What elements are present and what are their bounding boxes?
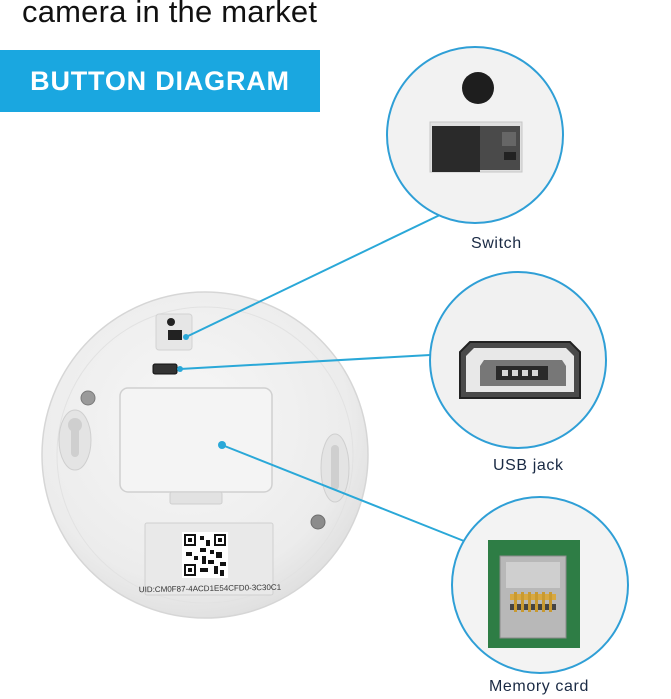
cover-latch [169, 491, 223, 505]
callout-memory-border [451, 496, 629, 674]
mounting-slot-right [320, 433, 350, 503]
camera-device [41, 291, 369, 619]
mounting-slot-left [58, 409, 92, 471]
callout-reset-hole [462, 72, 494, 104]
switch-knob [432, 126, 480, 172]
screw-bottom-right [310, 514, 326, 530]
leader-line-switch [185, 212, 445, 338]
leader-line-memory [221, 444, 475, 546]
callout-usb [429, 271, 607, 449]
leader-line-usb [179, 354, 431, 370]
reset-hole [167, 318, 175, 326]
callout-switch-border [386, 46, 564, 224]
memory-card-cover [119, 387, 273, 493]
label-switch: Switch [471, 235, 522, 252]
mini-usb-port [152, 363, 178, 375]
callout-usb-border [429, 271, 607, 449]
leader-dot-memory [218, 441, 226, 449]
banner-label: BUTTON DIAGRAM [30, 65, 290, 96]
screw-top-left [80, 390, 96, 406]
device-inner-ring [56, 306, 354, 604]
callout-memory [451, 496, 629, 674]
label-memory-card: Memory card [489, 678, 589, 695]
page-title: camera in the market [22, 0, 318, 29]
leader-dot-switch [183, 334, 189, 340]
leader-dot-usb [177, 366, 183, 372]
power-switch [168, 330, 182, 340]
qr-code-icon [182, 532, 228, 578]
label-usb-jack: USB jack [493, 457, 564, 474]
callout-switch [386, 46, 564, 224]
button-diagram-banner: BUTTON DIAGRAM [0, 50, 320, 112]
